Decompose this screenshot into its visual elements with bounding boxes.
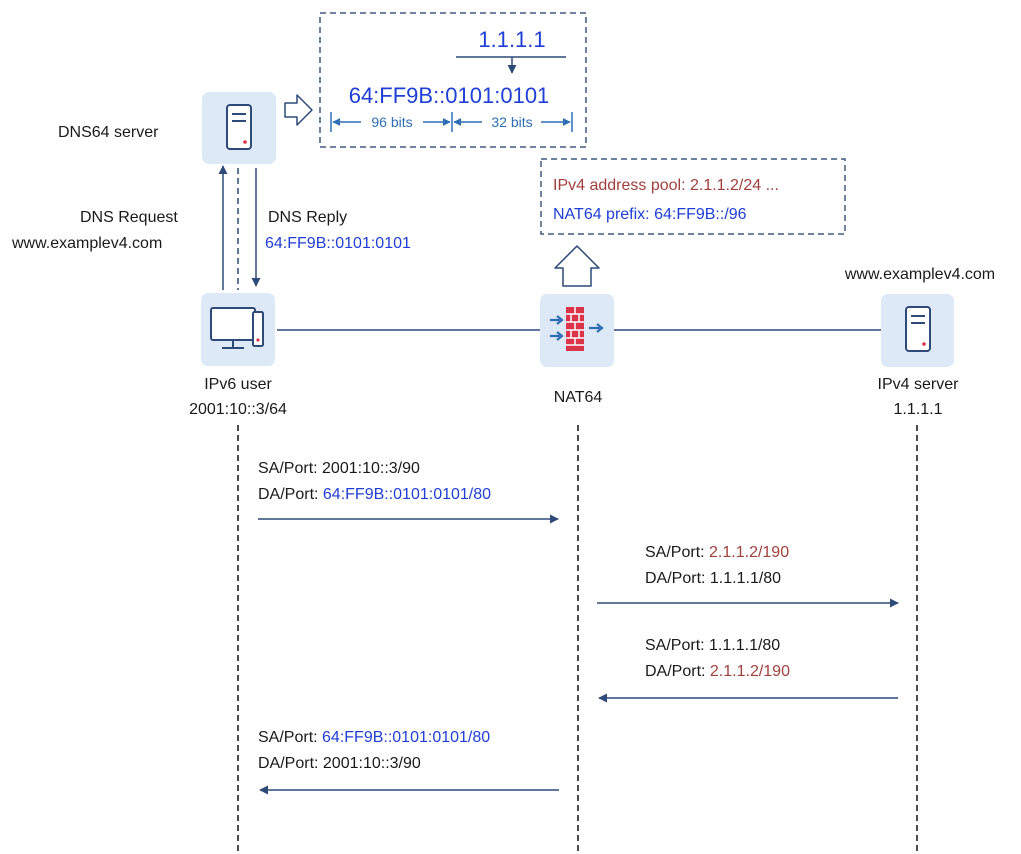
nat64-firewall-icon: [540, 294, 614, 367]
dns64-server-icon: [202, 92, 276, 164]
synthesized-ipv6-address: 64:FF9B::0101:0101: [349, 83, 550, 108]
packet-1-destination: DA/Port: 64:FF9B::0101:0101/80: [258, 486, 491, 503]
ipv4-address-source: 1.1.1.1: [478, 27, 545, 52]
ipv6-user-address: 2001:10::3/64: [189, 401, 287, 418]
dns-request-domain: www.examplev4.com: [11, 235, 162, 252]
dns-reply-address: 64:FF9B::0101:0101: [265, 235, 411, 252]
ipv4-server-name: IPv4 server: [878, 376, 960, 393]
suffix-bits-label: 32 bits: [491, 114, 532, 130]
ipv4-server-address: 1.1.1.1: [894, 401, 943, 418]
packet-2-destination: DA/Port: 1.1.1.1/80: [645, 570, 781, 587]
packet-3-destination: DA/Port: 2.1.1.2/190: [645, 663, 790, 680]
nat64-prefix: NAT64 prefix: 64:FF9B::/96: [553, 206, 747, 223]
hollow-right-arrow-icon: [284, 94, 313, 126]
dns64-server-label: DNS64 server: [58, 124, 159, 141]
ipv6-user-pc-icon: [201, 293, 275, 366]
packet-4-source: SA/Port: 64:FF9B::0101:0101/80: [258, 729, 490, 746]
ipv4-server-domain: www.examplev4.com: [844, 266, 995, 283]
nat64-config-box: [540, 158, 846, 235]
ipv6-user-name: IPv6 user: [204, 376, 272, 393]
dns-reply-title: DNS Reply: [268, 209, 347, 226]
packet-3-source: SA/Port: 1.1.1.1/80: [645, 637, 780, 654]
ipv4-server-icon: [881, 294, 954, 367]
hollow-up-arrow-icon: [554, 245, 600, 287]
packet-4-destination: DA/Port: 2001:10::3/90: [258, 755, 421, 772]
packet-1-source: SA/Port: 2001:10::3/90: [258, 460, 420, 477]
dns-request-title: DNS Request: [80, 209, 178, 226]
prefix-bits-label: 96 bits: [371, 114, 412, 130]
ipv4-address-pool: IPv4 address pool: 2.1.1.2/24 ...: [553, 177, 779, 194]
address-synthesis-box: [319, 12, 587, 148]
packet-2-source: SA/Port: 2.1.1.2/190: [645, 544, 789, 561]
nat64-name: NAT64: [554, 389, 603, 406]
